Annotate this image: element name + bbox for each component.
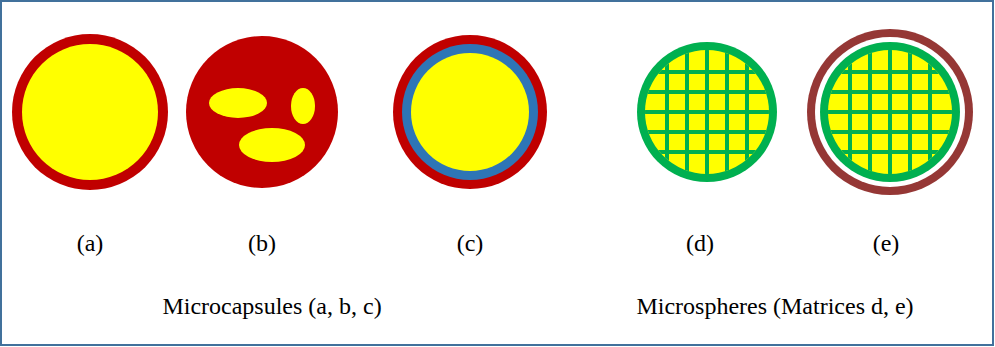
core-droplet <box>291 88 315 124</box>
group-caption: Microspheres (Matrices d, e) <box>636 292 913 321</box>
panel-letter: (b) <box>248 229 276 258</box>
inner-shell <box>402 44 538 180</box>
panel-letter: (c) <box>457 229 484 258</box>
core-material <box>22 44 158 180</box>
core-droplet <box>239 128 305 162</box>
matrix-grid <box>818 40 962 184</box>
group-caption: Microcapsules (a, b, c) <box>162 292 381 321</box>
matrix-grid <box>635 40 779 184</box>
panel-letter: (a) <box>77 229 104 258</box>
coating-gap <box>815 37 965 187</box>
panel-letter: (e) <box>873 229 900 258</box>
outer-shell <box>393 35 547 189</box>
shell-matrix <box>186 36 338 188</box>
core-droplet <box>209 88 267 118</box>
panel-letter: (d) <box>686 229 714 258</box>
shell-wall <box>12 34 168 190</box>
core-material <box>411 53 529 171</box>
coating-layer <box>807 29 973 195</box>
